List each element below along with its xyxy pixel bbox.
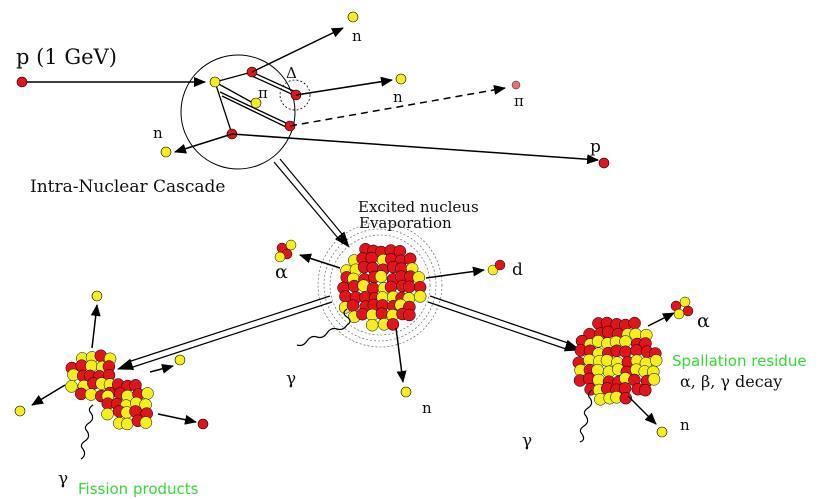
- nucleon: [628, 316, 641, 330]
- neutron-top: [347, 11, 359, 23]
- gamma-fission-label: γ: [58, 469, 68, 489]
- spallation-neutron: [656, 426, 668, 438]
- n-center-label: n: [422, 399, 432, 417]
- nucleon: [120, 417, 134, 431]
- deuteron: [487, 259, 506, 276]
- alpha-right-label: α: [697, 310, 710, 332]
- hit-nucleon: [209, 76, 221, 88]
- nucleon: [639, 383, 652, 397]
- cascade-tracks: [214, 71, 311, 135]
- transition-to-fission: [117, 295, 333, 370]
- nucleon: [65, 380, 78, 393]
- nucleon: [139, 416, 153, 429]
- proton-in-label: p (1 GeV): [16, 45, 117, 69]
- neutron-left: [160, 146, 172, 158]
- nucleon: [101, 407, 114, 421]
- evaporation-label: Evaporation: [359, 214, 452, 232]
- pi-out-label: π: [514, 92, 524, 110]
- nucleon: [84, 388, 98, 401]
- alpha-particle-center: [274, 239, 297, 263]
- gamma-wave-spallation: [579, 389, 593, 443]
- excited-nucleus: [317, 222, 443, 348]
- proton-out: [598, 157, 610, 169]
- nucleon: [403, 280, 416, 294]
- gamma-wave-center: [296, 308, 351, 347]
- incoming-proton: [16, 76, 206, 88]
- neutron-center: [400, 386, 412, 398]
- fission-proton: [197, 418, 209, 430]
- gamma-center-label: γ: [286, 369, 296, 389]
- nucleon: [647, 373, 661, 386]
- n-mid-label: n: [393, 88, 403, 106]
- p-out-label: p: [590, 137, 601, 157]
- neutron-mid: [395, 73, 407, 85]
- d-label: d: [512, 260, 523, 280]
- fission-neutron-left: [14, 405, 26, 417]
- fission-fragments: [65, 349, 154, 431]
- delta-label: Δ: [286, 64, 297, 82]
- nucleon: [619, 345, 632, 359]
- n-top-label: n: [352, 27, 362, 45]
- fission-arrows: [31, 304, 197, 425]
- cascade-pion-small: [250, 97, 262, 109]
- cascade-nucleus-boundary: [180, 54, 296, 170]
- nucleon: [413, 290, 427, 303]
- spallation-arrows: [627, 312, 675, 425]
- gamma-wave-fission: [80, 404, 94, 460]
- transition-to-spallation: [427, 295, 581, 352]
- excited-label: Excited nucleus: [358, 198, 479, 216]
- nucleon: [619, 391, 633, 405]
- nucleon: [346, 299, 360, 312]
- nucleon: [141, 387, 154, 400]
- n-right-label: n: [680, 416, 690, 434]
- alpha-center-label: α: [275, 261, 288, 283]
- spallation-residue-label: Spallation residue: [672, 352, 807, 370]
- alpha-particle-right: [670, 296, 694, 320]
- pi-small-label: π: [258, 84, 268, 102]
- transition-arrow-to-excited: [273, 158, 350, 248]
- spallation-residue: [572, 316, 663, 406]
- nucleon: [649, 354, 663, 367]
- nucleon: [600, 354, 614, 367]
- nucleon: [386, 318, 400, 331]
- evaporation-arrows: [299, 253, 485, 383]
- fission-neutron-top: [91, 290, 103, 302]
- nucleon: [374, 270, 388, 283]
- pion-out: [511, 80, 521, 90]
- inc-label: Intra-Nuclear Cascade: [30, 177, 225, 197]
- n-left-label: n: [153, 124, 163, 142]
- nucleon: [403, 308, 416, 322]
- nucleon: [365, 318, 379, 332]
- fission-neutron-right: [174, 354, 186, 366]
- cascade-ejectiles: [174, 27, 599, 165]
- fission-products-label: Fission products: [78, 480, 199, 498]
- nucleon: [375, 307, 389, 320]
- gamma-right-label: γ: [522, 431, 532, 451]
- decay-label: α, β, γ decay: [680, 372, 782, 391]
